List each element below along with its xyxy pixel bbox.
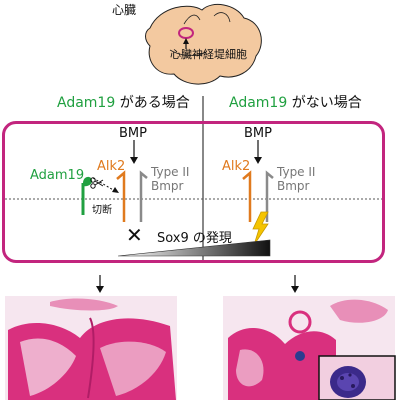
result-arrow-right	[291, 286, 299, 293]
lightning-icon	[252, 211, 269, 246]
alk2-receptor-left	[116, 170, 126, 222]
sox9-gradient-wedge	[117, 239, 271, 257]
case-right-suffix: がない場合	[287, 95, 362, 111]
blocked-mark: ✕	[126, 223, 143, 247]
case-without-adam19: Adam19 がない場合	[229, 96, 362, 110]
sox9-expression-label: Sox9 の発現	[157, 231, 232, 246]
histology-image-left	[5, 296, 177, 400]
type2-receptor-right	[265, 170, 274, 222]
neural-crest-cell-label: 心臓神経堤細胞	[170, 48, 247, 61]
bmp-arrow-left	[130, 157, 138, 164]
result-arrow-left	[96, 286, 104, 293]
cleavage-label: 切断	[92, 205, 112, 216]
histology-image-right	[223, 296, 396, 400]
type2-label-left: Type II	[151, 165, 190, 179]
heart-label: 心臓	[112, 3, 137, 17]
cleavage-arrow	[92, 177, 116, 192]
scissors-icon	[90, 177, 104, 189]
alk2-label-left: Alk2	[97, 159, 126, 174]
alk2-label-right: Alk2	[222, 159, 251, 174]
signaling-panel	[2, 121, 385, 263]
case-left-suffix: がある場合	[115, 95, 190, 111]
type2-receptor-left	[139, 170, 148, 222]
alk2-receptor-right	[242, 170, 252, 222]
bmp-label-right: BMP	[244, 126, 272, 141]
bmp-label-left: BMP	[119, 126, 147, 141]
bmpr-label-left: Bmpr	[151, 179, 184, 193]
adam19-name-left: Adam19	[57, 95, 116, 111]
type2-label-right: Type II	[277, 165, 316, 179]
adam19-protein-label: Adam19	[30, 168, 85, 183]
bmpr-label-right: Bmpr	[277, 179, 310, 193]
case-with-adam19: Adam19 がある場合	[57, 96, 190, 110]
bmp-arrow-right	[254, 157, 262, 164]
adam19-head-icon	[83, 176, 93, 187]
heart-illustration	[145, 3, 262, 85]
adam19-name-right: Adam19	[229, 95, 288, 111]
